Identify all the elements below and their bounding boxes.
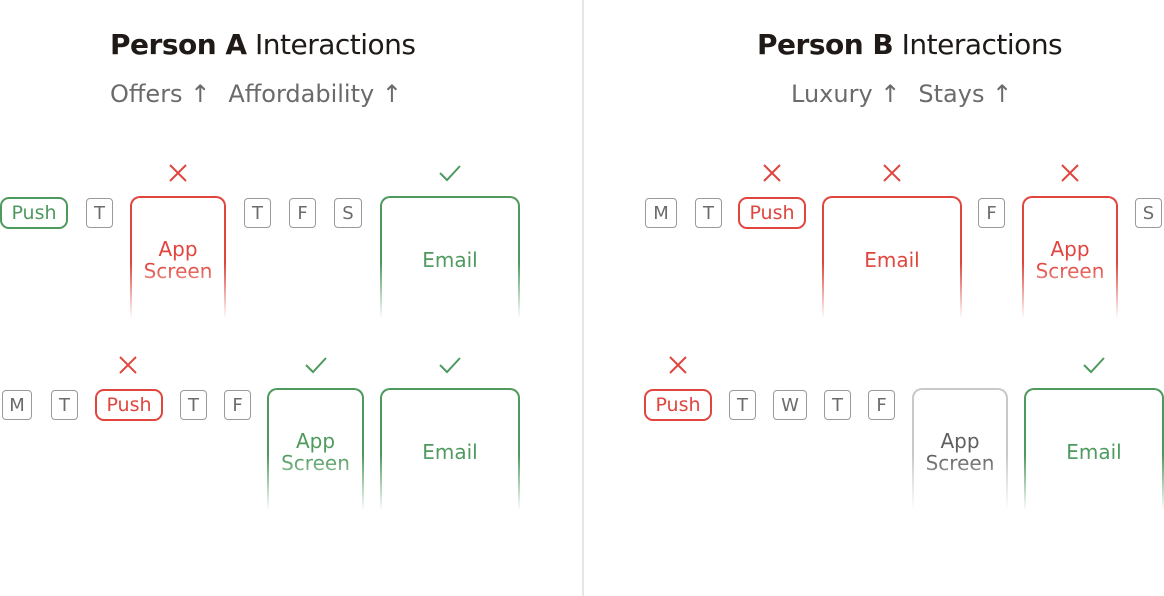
person-a-row2-day-2: T [51,390,78,420]
person-a-row1-day-2: T [244,198,271,228]
person-b-row1-push-cross-icon [763,164,781,182]
person-b-row1-day-2: T [695,198,722,228]
person-a-row1-day-4: S [334,198,362,228]
person-b-row2-email-check-icon [1083,357,1105,374]
person-a-row1-day-1: T [86,198,113,228]
person-a-row2-email-label: Email [422,440,478,464]
person-b-row2-day-2: W [773,390,807,420]
person-b-row2-email-card: Email [1023,388,1164,515]
person-a-row2-app-line1: App [295,429,336,453]
person-a-row2-email-card: Email [379,388,521,515]
person-a-title: Person A Interactions [110,28,416,61]
person-b-row1-email-cross-icon [883,164,901,182]
person-a-row1-email-check-icon [439,165,461,182]
person-b-row1-app-cross-icon [1061,164,1079,182]
person-b-title: Person B Interactions [757,28,1063,61]
person-a-row2-day-3: T [180,390,207,420]
person-b-title-rest: Interactions [893,28,1063,61]
person-a-title-rest: Interactions [246,28,416,61]
person-a-row1-email-label: Email [422,248,478,272]
person-a-row2-push-pill: Push [95,389,163,421]
person-a-title-bold: Person A [110,28,247,61]
person-b-row1-day-1: M [645,198,677,228]
person-b-trait-2: Stays ↑ [918,80,1013,108]
person-a-row1-day-3: F [289,198,316,228]
person-a-subtitle: Offers ↑ Affordability ↑ [110,80,420,108]
person-a-row2-day-1: M [2,390,32,420]
person-a-row2-push-cross-icon [119,356,137,374]
person-b-row1-day-4: S [1135,198,1162,228]
person-a-trait-1: Offers ↑ [110,80,211,108]
person-b-subtitle: Luxury ↑ Stays ↑ [791,80,1030,108]
person-b-row1-email-card: Email [821,196,963,323]
person-b-row2-email-label: Email [1066,440,1122,464]
person-a-trait-2: Affordability ↑ [228,80,402,108]
panel-divider [582,0,584,596]
person-b-row1-day-3: F [978,198,1005,228]
person-b-row2-day-4: F [868,390,895,420]
person-b-row2-push-cross-icon [669,356,687,374]
person-b-row1-email-label: Email [864,248,920,272]
person-a-row2-email-check-icon [439,357,461,374]
person-a-row2-app-line2: Screen [281,451,350,475]
person-b-row1-app-line2: Screen [1035,259,1105,283]
person-a-row1-push-pill: Push [0,197,68,229]
person-a-row2-app-check-icon [305,357,327,374]
person-b-row2-app-line1: App [940,429,980,453]
person-b-row1-push-pill: Push [738,197,806,229]
person-a-row1-app-line1: App [158,237,198,261]
person-b-row2-day-3: T [824,390,851,420]
person-b-trait-1: Luxury ↑ [791,80,901,108]
person-b-title-bold: Person B [757,28,894,61]
person-a-row1-app-line2: Screen [143,259,213,283]
person-a-row2-day-4: F [224,390,251,420]
person-b-row1-app-line1: App [1050,237,1090,261]
person-a-row1-email-card: Email [379,196,521,323]
person-b-row2-app-line2: Screen [925,451,995,475]
person-b-row2-push-pill: Push [644,389,712,421]
person-b-row2-day-1: T [729,390,756,420]
person-a-row1-app-cross-icon [169,164,187,182]
